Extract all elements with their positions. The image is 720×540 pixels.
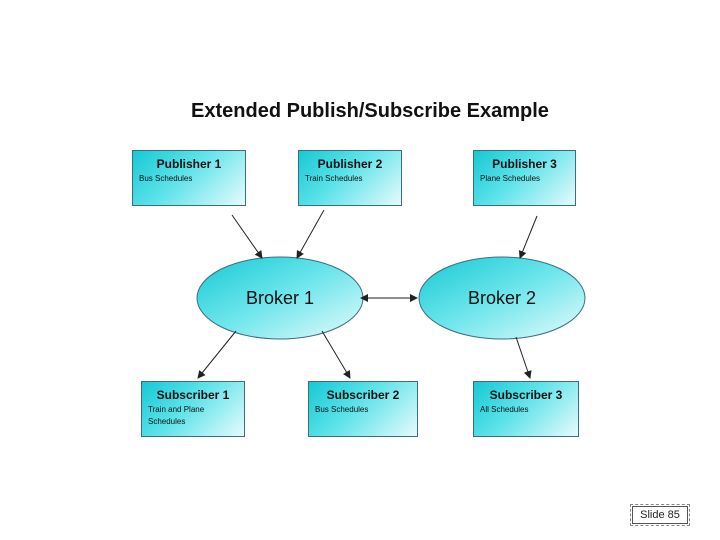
subscriber-2-name: Subscriber 2 <box>326 388 400 402</box>
subscriber-3-name: Subscriber 3 <box>489 388 563 402</box>
arrow-broker-1-to-subscriber-1 <box>197 330 237 379</box>
slide-number: Slide 85 <box>630 504 690 526</box>
publisher-2-box: Publisher 2 Train Schedules <box>298 150 402 206</box>
diagram-title: Extended Publish/Subscribe Example <box>191 100 549 122</box>
publisher-1-desc: Bus Schedules <box>139 174 193 183</box>
publisher-2-desc: Train Schedules <box>305 174 363 183</box>
subscriber-2-box: Subscriber 2 Bus Schedules <box>308 381 418 437</box>
subscriber-1-box: Subscriber 1 Train and Plane Schedules <box>141 381 245 437</box>
subscriber-3-desc: All Schedules <box>480 405 529 414</box>
publisher-2-name: Publisher 2 <box>317 157 383 171</box>
publisher-1-box: Publisher 1 Bus Schedules <box>132 150 246 206</box>
publisher-3-desc: Plane Schedules <box>480 174 541 183</box>
subscriber-2-desc: Bus Schedules <box>315 405 369 414</box>
broker-1-label: Broker 1 <box>245 288 315 308</box>
broker-2-label: Broker 2 <box>467 288 537 308</box>
publisher-1-name: Publisher 1 <box>156 157 222 171</box>
arrow-broker-1-to-subscriber-2 <box>321 330 351 379</box>
publisher-3-box: Publisher 3 Plane Schedules <box>473 150 576 206</box>
subscriber-3-box: Subscriber 3 All Schedules <box>473 381 579 437</box>
arrow-broker-2-to-subscriber-3 <box>515 336 532 379</box>
subscriber-1-desc: Train and Plane Schedules <box>148 405 205 426</box>
broker-2-shape <box>418 256 586 340</box>
subscriber-1-name: Subscriber 1 <box>156 388 230 402</box>
publisher-3-name: Publisher 3 <box>492 157 557 171</box>
arrow-publisher-1-to-broker-1 <box>231 214 263 259</box>
arrow-publisher-3-to-broker-2 <box>518 215 538 259</box>
arrow-publisher-2-to-broker-1 <box>296 209 325 259</box>
